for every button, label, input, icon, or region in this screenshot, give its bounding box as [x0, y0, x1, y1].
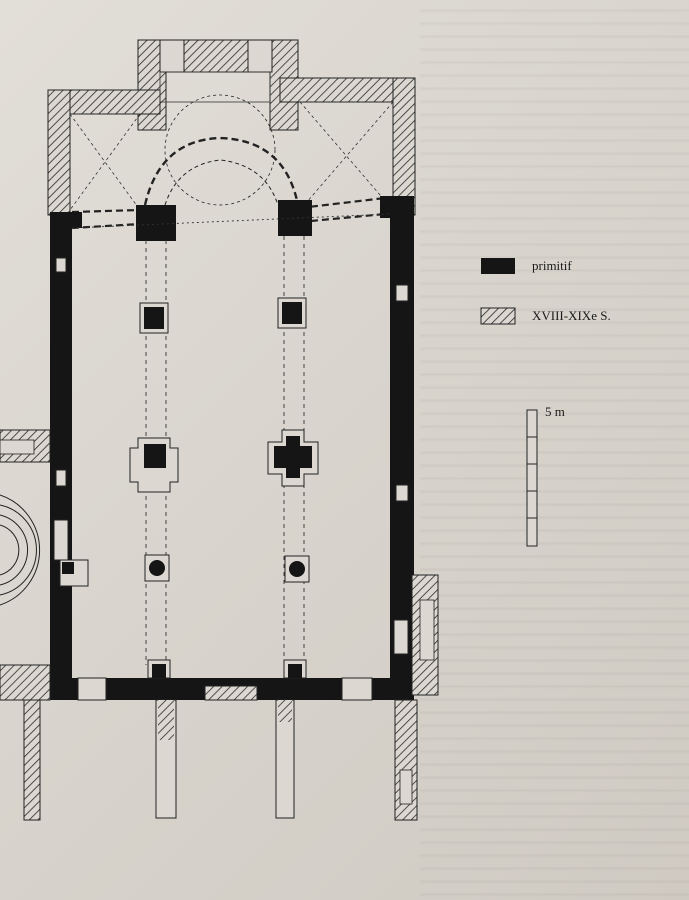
- apse-arcs: [143, 94, 300, 206]
- arcade-lines: [71, 213, 391, 665]
- chevet-hatched: [47, 39, 416, 216]
- legend-label-modern: XVIII-XIXe S.: [532, 308, 611, 323]
- pier-row-1: [139, 297, 307, 334]
- pier-row-2: [129, 429, 319, 493]
- show-through-text: [420, 0, 689, 900]
- scale-bar: [526, 409, 538, 547]
- nave-walls-primitif: [50, 196, 414, 700]
- scale-label: 5 m: [545, 404, 565, 419]
- wall-openings: [53, 257, 409, 701]
- western-extensions: [23, 699, 418, 821]
- right-annex: [411, 574, 439, 696]
- pier-row-3: [144, 554, 310, 583]
- transept-lines: [71, 196, 386, 230]
- left-annex: [0, 429, 89, 701]
- legend-swatch-primitif: [481, 258, 515, 274]
- legend: [480, 258, 516, 325]
- legend-swatch-modern: [480, 307, 516, 325]
- legend-label-primitif: primitif: [532, 258, 572, 273]
- pier-row-4: [147, 659, 307, 679]
- vault-ribs: [69, 101, 394, 211]
